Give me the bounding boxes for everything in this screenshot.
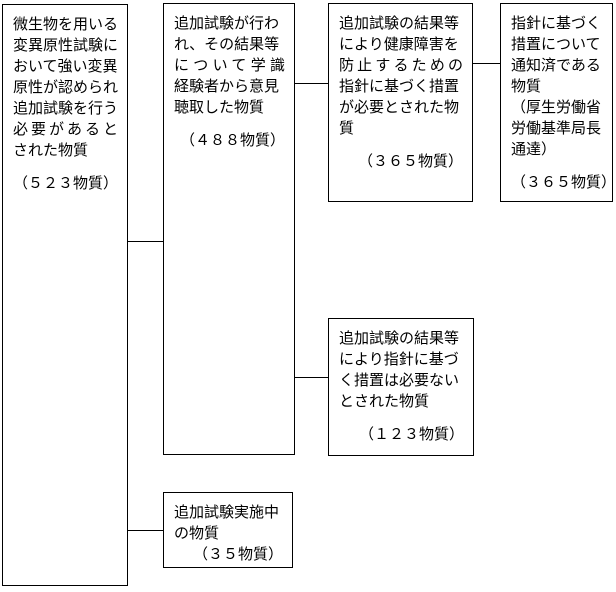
text-line: 通達） — [511, 141, 557, 158]
text-line: とされた物質 — [339, 393, 430, 410]
connector-box1-box2 — [128, 241, 163, 242]
box-additional-test-in-progress: 追加試験実施中 の物質 （３５物質） — [163, 492, 293, 568]
text-line: 追加試験の結果等 — [339, 330, 460, 347]
text-line: 変異原性試験に — [13, 37, 119, 54]
text-line: 通知済である — [511, 57, 601, 74]
line-spacer — [174, 118, 285, 130]
text-line: 質 — [339, 120, 355, 137]
text-line: 物質 — [511, 78, 542, 95]
substance-count: （３６５物質） — [511, 174, 613, 191]
line-spacer — [339, 139, 463, 151]
text-line: 微生物を用いる — [13, 16, 119, 33]
connector-box3-box4 — [473, 63, 500, 64]
box-strong-mutagen-additional-test-required: 微生物を用いる 変異原性試験に おいて強い変異 原性が認められ 追加試験を行う … — [2, 4, 128, 586]
text-line: について学識 — [174, 57, 285, 74]
text-line: により健康障害を — [339, 36, 459, 53]
connector-box1-box6 — [128, 530, 163, 531]
substance-count: （４８８物質） — [179, 132, 285, 149]
text-line: （厚生労働省 — [511, 99, 602, 116]
text-line: 追加試験実施中 — [174, 504, 280, 521]
text-line: の物質 — [174, 525, 220, 542]
text-line: された物質 — [13, 142, 89, 159]
text-line: 経験者から意見 — [174, 78, 280, 95]
text-line: が必要とされた物 — [339, 99, 460, 116]
text-line: れ、その結果等 — [174, 36, 280, 53]
connector-box2-box5 — [295, 377, 328, 378]
text-line: 聴取した物質 — [174, 99, 265, 116]
substance-count: （３６５物質） — [357, 153, 463, 170]
text-line: 指針に基づく措置 — [339, 78, 460, 95]
line-spacer — [13, 161, 118, 173]
text-line: により指針に基づ — [339, 351, 459, 368]
line-spacer — [339, 412, 464, 424]
text-line: 指針に基づく — [511, 15, 602, 32]
line-spacer — [511, 160, 603, 172]
text-line: おいて強い変異 — [13, 58, 118, 75]
substance-count: （５２３物質） — [13, 175, 119, 192]
substance-count: （３５物質） — [192, 546, 283, 563]
text-line: 労働基準局長 — [511, 120, 602, 137]
text-line: 追加試験を行う — [13, 100, 119, 117]
connector-box2-box3 — [295, 83, 328, 84]
text-line: 措置について — [511, 36, 601, 53]
text-line: 防止するための — [339, 57, 463, 74]
box-additional-test-expert-opinion: 追加試験が行わ れ、その結果等 について学識 経験者から意見 聴取した物質 （４… — [163, 3, 295, 455]
box-guideline-measures-notified: 指針に基づく 措置について 通知済である 物質 （厚生労働省 労働基準局長 通達… — [500, 3, 613, 202]
box-guideline-measures-required: 追加試験の結果等 により健康障害を 防止するための 指針に基づく措置 が必要とさ… — [328, 3, 473, 202]
text-line: 追加試験の結果等 — [339, 15, 460, 32]
text-line: 必要があると — [13, 121, 118, 138]
text-line: く措置は必要ない — [339, 372, 460, 389]
substance-count: （１２３物質） — [358, 426, 464, 443]
box-guideline-measures-not-required: 追加試験の結果等 により指針に基づ く措置は必要ない とされた物質 （１２３物質… — [328, 318, 474, 456]
text-line: 原性が認められ — [13, 79, 119, 96]
text-line: 追加試験が行わ — [174, 15, 280, 32]
